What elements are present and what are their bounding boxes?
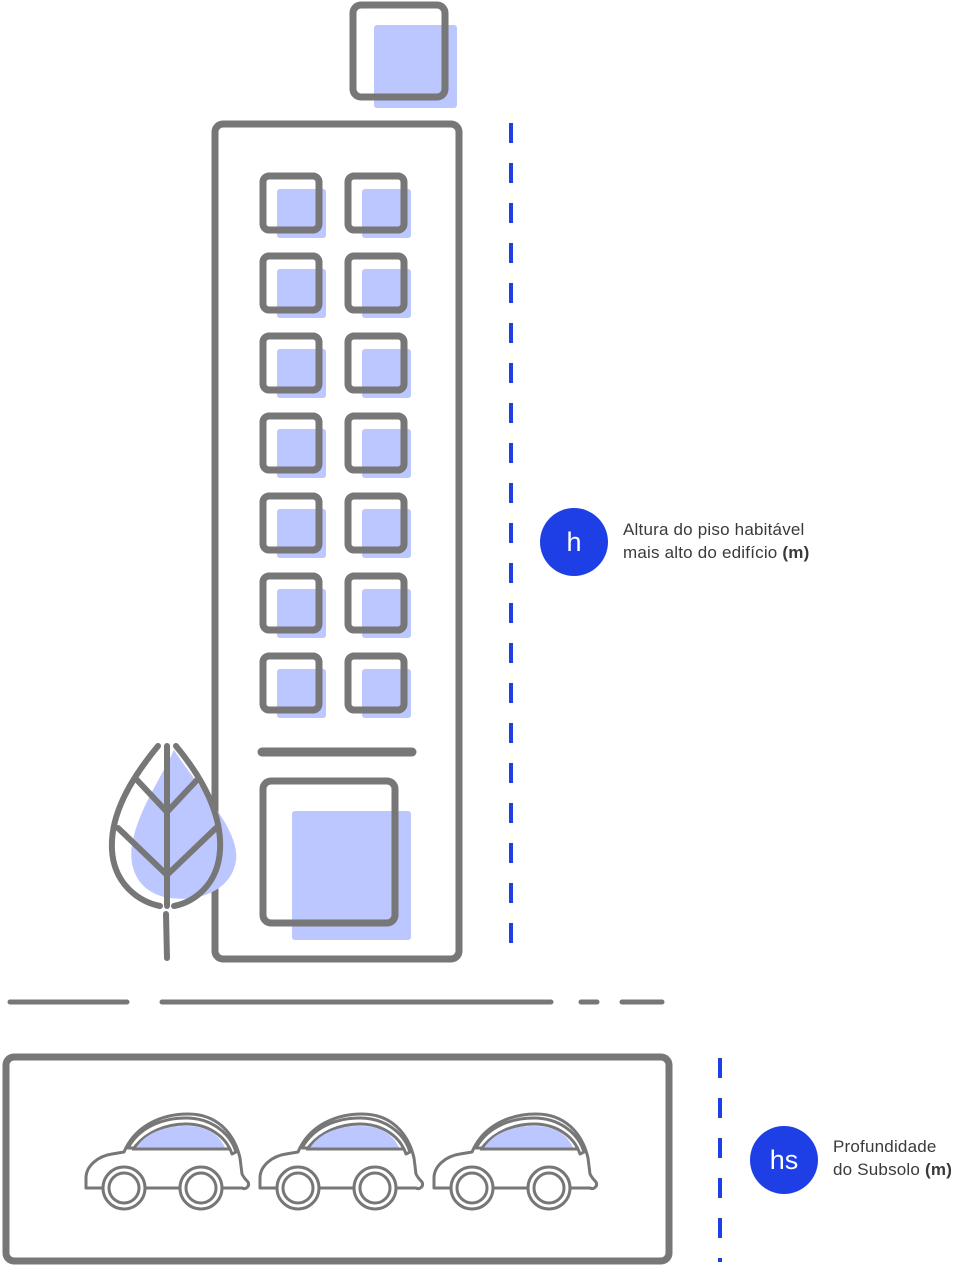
basement-outline: [2, 1053, 673, 1265]
rooftop-box: [349, 1, 457, 108]
car-icon: [432, 1112, 598, 1211]
basement-label-line2-wrap: do Subsolo (m): [833, 1158, 952, 1181]
height-badge-symbol: h: [566, 526, 582, 557]
basement-label-line1: Profundidade: [833, 1137, 937, 1156]
basement-badge-symbol: hs: [769, 1144, 799, 1175]
window: [259, 172, 326, 238]
basement-label-unit: (m): [925, 1160, 953, 1179]
window: [344, 252, 411, 318]
window: [259, 252, 326, 318]
window: [344, 172, 411, 238]
window: [344, 652, 411, 718]
height-label-unit: (m): [782, 543, 810, 562]
window: [259, 572, 326, 638]
window: [344, 412, 411, 478]
basement-badge: hs: [750, 1126, 818, 1194]
tree-icon: [108, 743, 237, 961]
basement-label-line2: do Subsolo: [833, 1160, 921, 1179]
building-windows: [259, 172, 411, 718]
window: [259, 332, 326, 398]
window: [344, 492, 411, 558]
window: [259, 492, 326, 558]
window: [344, 332, 411, 398]
window: [259, 412, 326, 478]
basement-cars: [84, 1112, 598, 1211]
height-label-line2: mais alto do edifício: [623, 543, 778, 562]
window: [259, 652, 326, 718]
height-badge: h: [540, 508, 608, 576]
basement-label: Profundidade do Subsolo (m): [833, 1135, 952, 1181]
building-door: [259, 777, 411, 940]
building-outline: [211, 120, 463, 963]
car-icon: [258, 1112, 424, 1211]
height-label-line2-wrap: mais alto do edifício (m): [623, 541, 809, 564]
window: [344, 572, 411, 638]
height-label-line1: Altura do piso habitável: [623, 520, 805, 539]
height-label: Altura do piso habitável mais alto do ed…: [623, 518, 809, 564]
car-icon: [84, 1112, 250, 1211]
